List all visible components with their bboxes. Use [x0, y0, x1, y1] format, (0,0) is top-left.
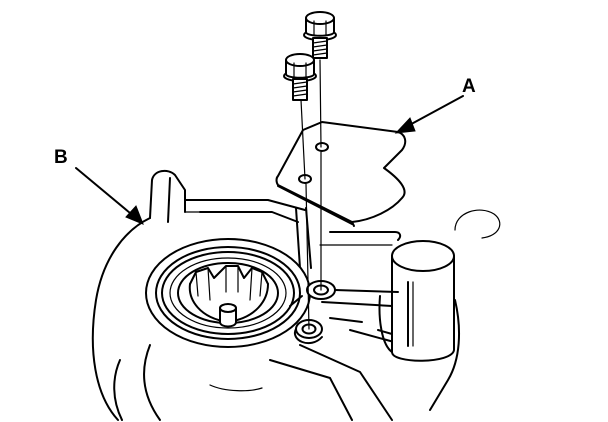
bolt-lower	[283, 53, 317, 101]
callout-a: A	[394, 76, 476, 134]
bracket-a	[275, 121, 407, 227]
bearing-assembly	[145, 238, 311, 348]
alignment-lines	[300, 59, 322, 330]
callout-b-arrowhead	[125, 205, 144, 225]
callout-a-leader	[403, 95, 464, 129]
callout-b-label: B	[54, 147, 68, 168]
callout-b-leader	[75, 167, 137, 219]
cylinder-boss	[377, 240, 455, 362]
callout-a-label: A	[462, 76, 476, 97]
callout-a-arrowhead	[394, 117, 416, 134]
callout-b: B	[54, 147, 144, 225]
bolt-upper	[303, 11, 337, 59]
